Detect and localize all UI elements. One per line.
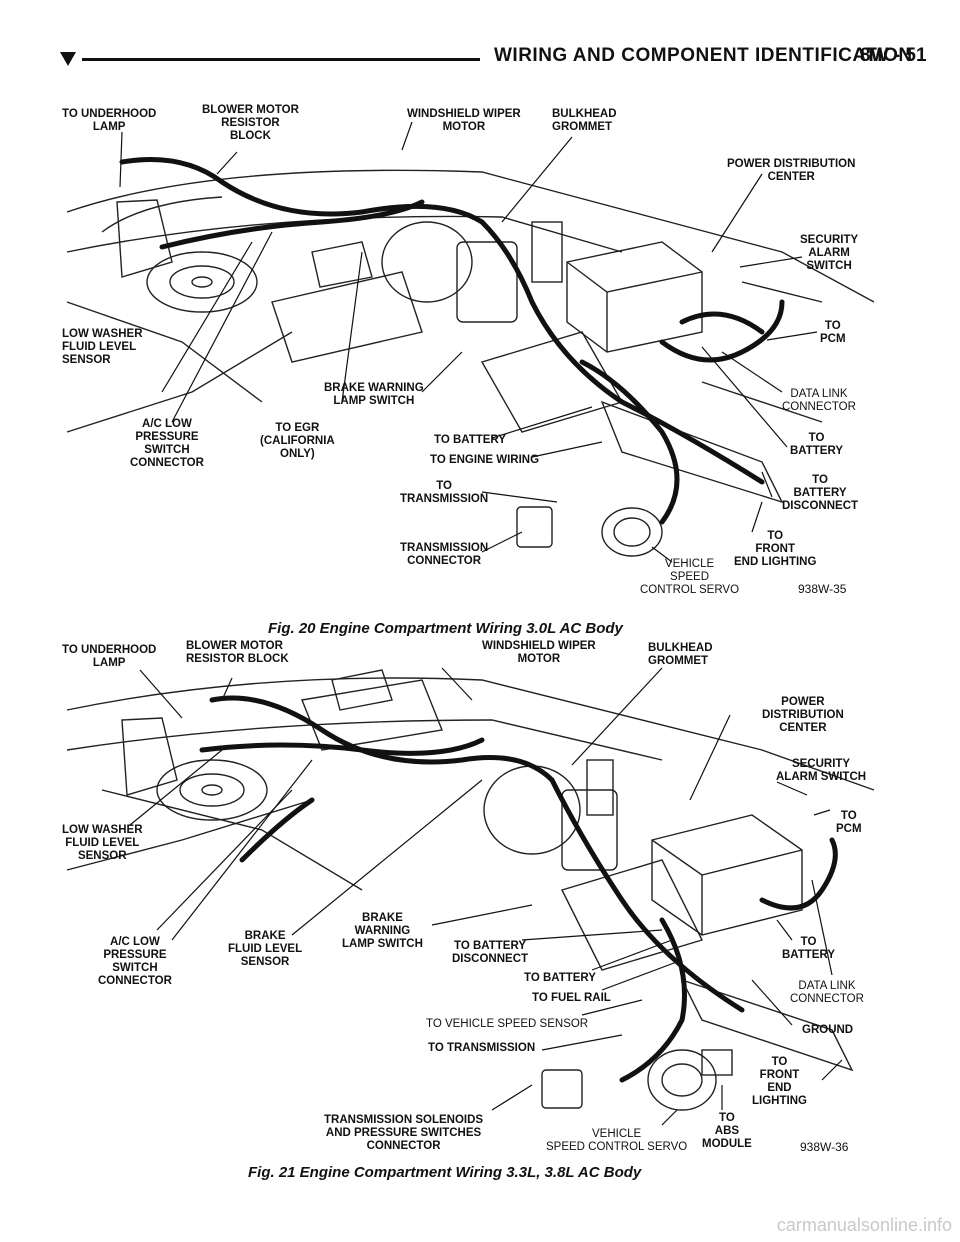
label-data-link: DATA LINK CONNECTOR (782, 388, 856, 413)
label-blower-resistor: BLOWER MOTOR RESISTOR BLOCK (186, 640, 289, 665)
label-engine-wiring: TO ENGINE WIRING (430, 454, 540, 466)
label-brake-warning: BRAKE WARNING LAMP SWITCH (342, 912, 423, 950)
figure-21: TO UNDERHOOD LAMP BLOWER MOTOR RESISTOR … (62, 640, 882, 1160)
label-battery-disconnect: TO BATTERY DISCONNECT (452, 940, 529, 965)
header-rule (82, 58, 480, 61)
label-abs-module: TO ABS MODULE (702, 1112, 752, 1150)
page-number: 8W - 51 (860, 45, 927, 66)
label-front-end-lighting: TO FRONT END LIGHTING (752, 1056, 807, 1107)
label-power-distribution: POWER DISTRIBUTION CENTER (762, 696, 844, 734)
label-speed-servo: VEHICLE SPEED CONTROL SERVO (640, 558, 740, 596)
label-speed-servo: VEHICLE SPEED CONTROL SERVO (546, 1128, 688, 1153)
figure-20-caption: Fig. 20 Engine Compartment Wiring 3.0L A… (268, 620, 623, 637)
label-ac-low-pressure: A/C LOW PRESSURE SWITCH CONNECTOR (130, 418, 204, 469)
label-ground: GROUND (802, 1024, 854, 1036)
label-battery-right: TO BATTERY (782, 936, 836, 961)
label-to-battery: TO BATTERY (434, 434, 506, 446)
label-ac-low-pressure: A/C LOW PRESSURE SWITCH CONNECTOR (98, 936, 172, 987)
label-low-washer: LOW WASHER FLUID LEVEL SENSOR (62, 328, 143, 366)
label-to-egr: TO EGR (CALIFORNIA ONLY) (260, 422, 335, 460)
label-brake-fluid: BRAKE FLUID LEVEL SENSOR (228, 930, 303, 968)
figure-20-drawing (66, 121, 875, 563)
label-to-pcm: TO PCM (820, 320, 846, 345)
label-fuel-rail: TO FUEL RAIL (532, 992, 611, 1004)
figure-21-caption: Fig. 21 Engine Compartment Wiring 3.3L, … (248, 1164, 642, 1181)
label-transmission-connector: TRANSMISSION CONNECTOR (400, 542, 489, 567)
label-to-pcm: TO PCM (836, 810, 862, 835)
label-wiper-motor: WINDSHIELD WIPER MOTOR (407, 108, 521, 133)
page-header: WIRING AND COMPONENT IDENTIFICATION 8W -… (60, 42, 927, 72)
figure-21-drawing (66, 667, 875, 1126)
label-security-alarm: SECURITY ALARM SWITCH (800, 234, 859, 272)
figure-20: TO UNDERHOOD LAMP BLOWER MOTOR RESISTOR … (62, 102, 882, 602)
label-bulkhead-grommet: BULKHEAD GROMMET (648, 642, 713, 667)
label-data-link: DATA LINK CONNECTOR (790, 980, 864, 1005)
label-power-distribution: POWER DISTRIBUTION CENTER (727, 158, 856, 183)
label-to-battery: TO BATTERY (524, 972, 596, 984)
header-title: WIRING AND COMPONENT IDENTIFICATION (494, 45, 913, 66)
label-to-transmission: TO TRANSMISSION (428, 1042, 536, 1054)
label-battery-disconnect: TO BATTERY DISCONNECT (782, 474, 859, 512)
watermark: carmanualsonline.info (776, 1215, 952, 1235)
label-front-end-lighting: TO FRONT END LIGHTING (734, 530, 817, 568)
section-marker-icon (60, 52, 76, 66)
label-bulkhead-grommet: BULKHEAD GROMMET (552, 108, 617, 133)
label-brake-warning: BRAKE WARNING LAMP SWITCH (324, 382, 424, 407)
label-underhood-lamp: TO UNDERHOOD LAMP (62, 644, 157, 669)
figure-20-code: 938W-35 (798, 582, 847, 596)
label-vehicle-speed-sensor: TO VEHICLE SPEED SENSOR (426, 1018, 589, 1030)
label-transmission-solenoids: TRANSMISSION SOLENOIDS AND PRESSURE SWIT… (324, 1114, 484, 1152)
label-low-washer: LOW WASHER FLUID LEVEL SENSOR (62, 824, 143, 862)
figure-21-code: 938W-36 (800, 1140, 849, 1154)
label-security-alarm: SECURITY ALARM SWITCH (776, 758, 867, 783)
label-battery-right: TO BATTERY (790, 432, 844, 457)
label-underhood-lamp: TO UNDERHOOD LAMP (62, 108, 157, 133)
label-to-transmission: TO TRANSMISSION (400, 480, 489, 505)
label-wiper-motor: WINDSHIELD WIPER MOTOR (482, 640, 596, 665)
label-blower-resistor: BLOWER MOTOR RESISTOR BLOCK (202, 104, 299, 142)
